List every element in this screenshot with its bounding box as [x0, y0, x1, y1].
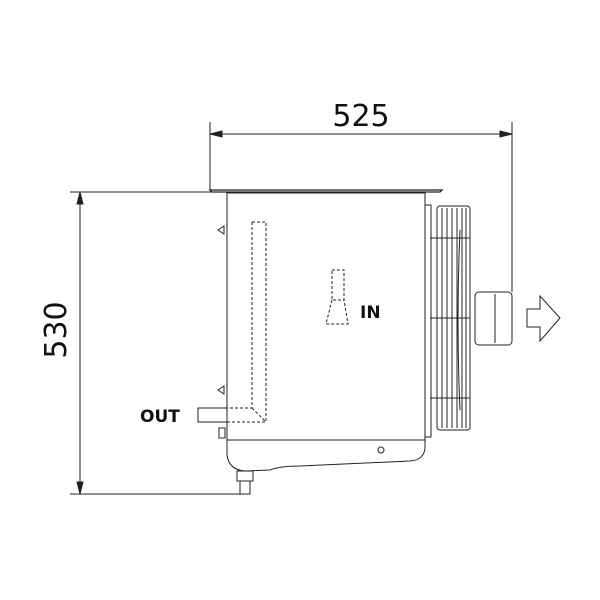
- wing-nut-icon: [217, 225, 225, 395]
- outlet-label: OUT: [140, 407, 180, 427]
- width-dimension: 525: [209, 99, 513, 292]
- fan-motor: [474, 291, 513, 346]
- width-dimension-label: 525: [332, 99, 389, 134]
- height-dimension-label: 530: [39, 301, 74, 358]
- inlet-label: IN: [360, 303, 381, 323]
- inlet-nozzle: [325, 269, 349, 325]
- fan-assembly: [424, 204, 513, 438]
- outlet-pipe: [197, 407, 228, 423]
- height-dimension: 530: [39, 191, 240, 495]
- unit-body: [197, 189, 444, 495]
- airflow-arrow-icon: [526, 294, 561, 343]
